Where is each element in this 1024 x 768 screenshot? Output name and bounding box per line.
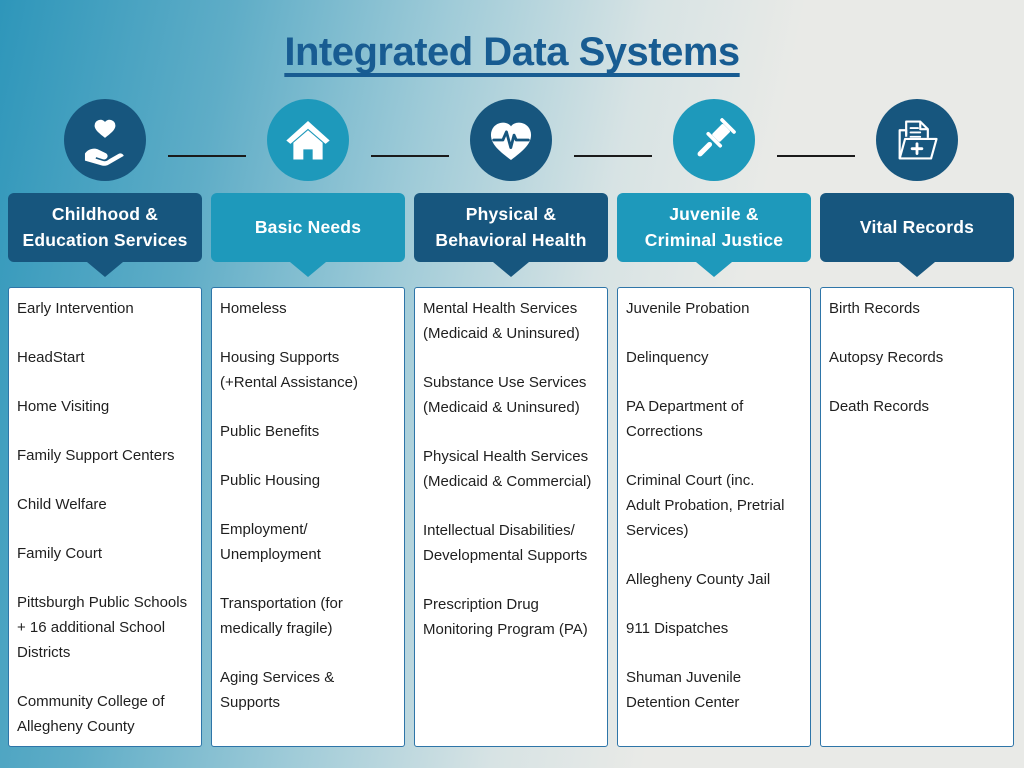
icon-circle xyxy=(673,99,755,181)
column-header-label: Vital Records xyxy=(860,215,974,240)
list-item: Intellectual Disabilities/Developmental … xyxy=(423,522,588,564)
column-header-label: Childhood & Education Services xyxy=(22,202,187,253)
connector-line xyxy=(574,155,652,157)
connector-line xyxy=(371,155,449,157)
list-item: Delinquency xyxy=(626,349,709,366)
column-header: Vital Records xyxy=(820,193,1014,277)
list-item: Family Court xyxy=(17,545,103,562)
list-item: Autopsy Records xyxy=(829,349,944,366)
list-item: Juvenile Probation xyxy=(626,300,750,317)
heart-pulse-icon xyxy=(485,114,537,166)
column-header: Juvenile & Criminal Justice xyxy=(617,193,811,277)
header-line: Childhood & xyxy=(51,204,159,225)
list-item: Birth Records xyxy=(829,300,920,317)
list-item: Aging Services &Supports xyxy=(220,669,335,711)
header-line: Vital Records xyxy=(859,216,975,237)
icon-cell xyxy=(820,99,1014,181)
list-item: Physical Health Services(Medicaid & Comm… xyxy=(423,448,592,490)
list-item: Death Records xyxy=(829,398,930,415)
list-item: 911 Dispatches xyxy=(626,620,729,637)
column-header-label: Physical & Behavioral Health xyxy=(435,202,586,253)
list-item: Child Welfare xyxy=(17,496,107,513)
list-item: Substance Use Services(Medicaid & Uninsu… xyxy=(423,374,587,416)
list-item: Employment/Unemployment xyxy=(220,521,321,563)
header-line: Physical & xyxy=(465,204,557,225)
headers-row: Childhood & Education Services Basic Need… xyxy=(8,193,1014,277)
header-line: Behavioral Health xyxy=(435,229,587,250)
header-line: Basic Needs xyxy=(254,216,362,237)
icon-circle xyxy=(64,99,146,181)
list-item: Home Visiting xyxy=(17,398,110,415)
page-title: Integrated Data Systems xyxy=(284,30,740,74)
column-header: Childhood & Education Services xyxy=(8,193,202,277)
list-item: HeadStart xyxy=(17,349,85,366)
heart-in-hand-icon xyxy=(79,114,131,166)
icon-circle xyxy=(876,99,958,181)
column-list: Mental Health Services(Medicaid & Uninsu… xyxy=(414,287,608,747)
icon-circle xyxy=(267,99,349,181)
column-header: Physical & Behavioral Health xyxy=(414,193,608,277)
list-item: Mental Health Services(Medicaid & Uninsu… xyxy=(423,300,580,342)
list-item: Family Support Centers xyxy=(17,447,175,464)
medical-records-folder-icon xyxy=(891,114,943,166)
list-item: Criminal Court (inc.Adult Probation, Pre… xyxy=(626,472,785,539)
column-header-label: Juvenile & Criminal Justice xyxy=(645,202,783,253)
house-icon xyxy=(282,114,334,166)
column-header-label: Basic Needs xyxy=(255,215,361,240)
column-header: Basic Needs xyxy=(211,193,405,277)
header-line: Juvenile & xyxy=(669,204,759,225)
icon-circle xyxy=(470,99,552,181)
list-item: Homeless xyxy=(220,300,287,317)
icons-row xyxy=(8,99,1014,181)
connector-line xyxy=(777,155,855,157)
icon-cell xyxy=(617,99,811,181)
header-line: Criminal Justice xyxy=(644,229,784,250)
icon-cell xyxy=(211,99,405,181)
list-item: Housing Supports(+Rental Assistance) xyxy=(220,349,358,391)
list-item: Public Benefits xyxy=(220,423,320,440)
list-item: Pittsburgh Public Schools+ 16 additional… xyxy=(17,594,188,661)
header-line: Education Services xyxy=(22,229,188,250)
connector-line xyxy=(168,155,246,157)
list-item: Early Intervention xyxy=(17,300,134,317)
icon-cell xyxy=(414,99,608,181)
icon-cell xyxy=(8,99,202,181)
gavel-icon xyxy=(688,114,740,166)
list-item: Public Housing xyxy=(220,472,321,489)
list-item: Allegheny County Jail xyxy=(626,571,771,588)
